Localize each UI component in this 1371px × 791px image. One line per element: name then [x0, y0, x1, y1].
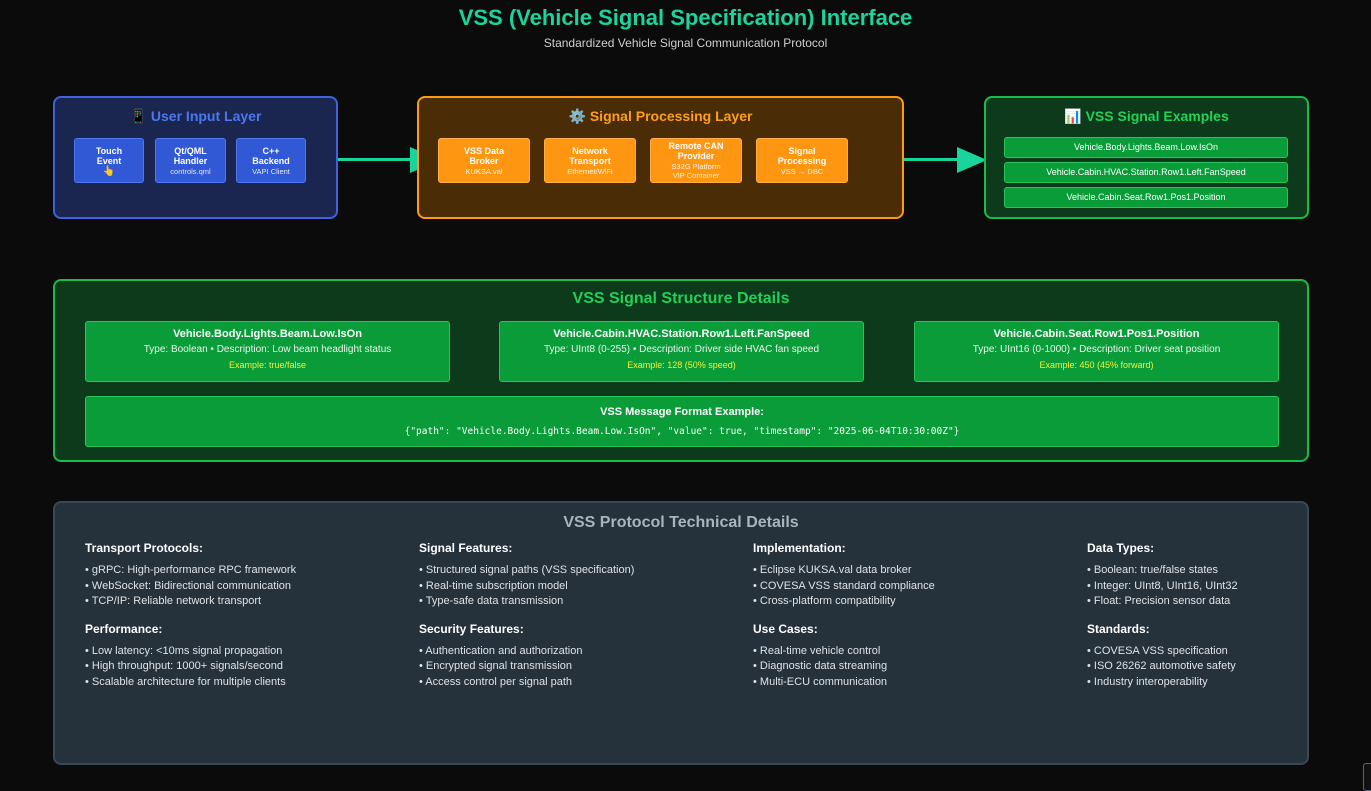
tech-item: • Real-time vehicle control	[753, 644, 881, 657]
network-transport-box[interactable]: Network Transport Ethernet/WiFi	[544, 138, 636, 183]
tech-section: Use Cases: • Real-time vehicle control •…	[753, 622, 1073, 691]
signal-processing-layer-title: ⚙️ Signal Processing Layer	[568, 108, 753, 124]
touch-event-label: Touch Event	[95, 145, 123, 166]
tech-item: • Eclipse KUKSA.val data broker	[753, 564, 912, 576]
touch-event-box[interactable]: Touch Event 👆	[74, 138, 144, 183]
tech-item: • Access control per signal path	[419, 675, 573, 688]
structure-card-example: Example: 128 (50% speed)	[627, 360, 736, 370]
window-corner-handle[interactable]	[1363, 763, 1371, 791]
tech-item: • Boolean: true/false states	[1087, 564, 1219, 576]
remote-can-provider-label: Remote CAN Provider	[668, 141, 724, 161]
tech-item: • Low latency: <10ms signal propagation	[85, 644, 283, 657]
structure-card-desc: Type: UInt8 (0-255) • Description: Drive…	[543, 344, 820, 355]
tech-item: • COVESA VSS specification	[1087, 644, 1228, 657]
tech-item: • gRPC: High-performance RPC framework	[85, 564, 297, 576]
vss-signal-examples-title: 📊 VSS Signal Examples	[1064, 108, 1229, 124]
structure-card-desc: Type: UInt16 (0-1000) • Description: Dri…	[972, 344, 1221, 355]
tech-column: Signal Features: • Structured signal pat…	[419, 541, 739, 702]
tech-item: • Real-time subscription model	[419, 579, 568, 592]
structure-card: Vehicle.Body.Lights.Beam.Low.IsOn Type: …	[85, 321, 450, 382]
tech-item: • COVESA VSS standard compliance	[753, 579, 935, 592]
structure-card-path: Vehicle.Cabin.HVAC.Station.Row1.Left.Fan…	[553, 328, 810, 340]
structure-card: Vehicle.Cabin.Seat.Row1.Pos1.Position Ty…	[914, 321, 1279, 382]
tech-item: • Structured signal paths (VSS specifica…	[419, 564, 635, 576]
big-arrow-processing-to-signals	[904, 147, 987, 173]
vss-data-broker-sub: KUKSA.val	[465, 166, 503, 176]
vss-data-broker-box[interactable]: VSS Data Broker KUKSA.val	[438, 138, 530, 183]
tech-item: • High throughput: 1000+ signals/second	[85, 660, 284, 672]
tech-section-heading: Implementation:	[753, 541, 846, 555]
message-format-title: VSS Message Format Example:	[600, 406, 764, 418]
tech-column: Data Types: • Boolean: true/false states…	[1087, 541, 1297, 702]
tech-section: Security Features: • Authentication and …	[419, 622, 739, 691]
structure-card: Vehicle.Cabin.HVAC.Station.Row1.Left.Fan…	[499, 321, 864, 382]
signal-structure-title: VSS Signal Structure Details	[572, 290, 790, 307]
signal-example-item[interactable]: Vehicle.Cabin.Seat.Row1.Pos1.Position	[1004, 187, 1288, 208]
technical-details-title: VSS Protocol Technical Details	[563, 514, 799, 531]
tech-item: • Type-safe data transmission	[419, 595, 564, 607]
tech-item: • TCP/IP: Reliable network transport	[85, 595, 262, 607]
page-subtitle: Standardized Vehicle Signal Communicatio…	[543, 36, 828, 50]
tech-item: • Multi-ECU communication	[753, 675, 888, 688]
tech-column: Implementation: • Eclipse KUKSA.val data…	[753, 541, 1073, 702]
technical-details-panel: VSS Protocol Technical Details Transport…	[53, 501, 1309, 765]
structure-card-example: Example: 450 (45% forward)	[1039, 360, 1154, 370]
structure-card-desc: Type: Boolean • Description: Low beam he…	[143, 344, 392, 355]
cpp-backend-sub: VAPI Client	[252, 166, 290, 176]
structure-card-path: Vehicle.Cabin.Seat.Row1.Pos1.Position	[993, 328, 1200, 340]
tech-item: • Diagnostic data streaming	[753, 660, 888, 672]
tech-section: Signal Features: • Structured signal pat…	[419, 541, 739, 610]
cpp-backend-label: C++ Backend	[252, 145, 290, 166]
tech-item: • Authentication and authorization	[419, 644, 583, 657]
signal-example-item[interactable]: Vehicle.Cabin.HVAC.Station.Row1.Left.Fan…	[1004, 162, 1288, 183]
signal-processing-box[interactable]: Signal Processing VSS → DBC	[756, 138, 848, 183]
tech-item: • Integer: UInt8, UInt16, UInt32	[1087, 579, 1238, 592]
network-transport-label: Network Transport	[569, 145, 611, 166]
signal-example-item[interactable]: Vehicle.Body.Lights.Beam.Low.IsOn	[1004, 137, 1288, 158]
signal-processing-sub: VSS → DBC	[780, 166, 824, 176]
tech-item: • WebSocket: Bidirectional communication	[85, 579, 292, 592]
tech-item: • Cross-platform compatibility	[753, 595, 896, 607]
tech-section-heading: Use Cases:	[753, 621, 818, 636]
signal-structure-panel: VSS Signal Structure Details Vehicle.Bod…	[53, 279, 1309, 462]
tech-section-heading: Signal Features:	[419, 541, 513, 555]
tech-item: • Float: Precision sensor data	[1087, 595, 1231, 607]
pointing-hand-icon: 👆	[102, 165, 116, 177]
tech-column: Transport Protocols: • gRPC: High-perfor…	[85, 541, 405, 702]
tech-section: Data Types: • Boolean: true/false states…	[1087, 541, 1297, 610]
remote-can-provider-sub: S32G Platform VIP Container	[671, 162, 721, 180]
signal-processing-label: Signal Processing	[777, 145, 827, 166]
vss-data-broker-label: VSS Data Broker	[463, 145, 505, 166]
tech-section-heading: Transport Protocols:	[85, 541, 204, 555]
message-format-code: {"path": "Vehicle.Body.Lights.Beam.Low.I…	[404, 426, 960, 437]
remote-can-provider-box[interactable]: Remote CAN Provider S32G Platform VIP Co…	[650, 138, 742, 183]
tech-item: • Scalable architecture for multiple cli…	[85, 675, 286, 688]
network-transport-sub: Ethernet/WiFi	[567, 166, 613, 176]
message-format-box: VSS Message Format Example: {"path": "Ve…	[85, 396, 1279, 447]
tech-section-heading: Data Types:	[1087, 541, 1155, 555]
cpp-backend-box[interactable]: C++ Backend VAPI Client	[236, 138, 306, 183]
tech-item: • Encrypted signal transmission	[419, 660, 573, 672]
tech-section: Implementation: • Eclipse KUKSA.val data…	[753, 541, 1073, 610]
structure-card-example: Example: true/false	[228, 360, 307, 370]
tech-item: • Industry interoperability	[1087, 675, 1208, 688]
qt-qml-handler-sub: controls.qml	[170, 166, 211, 176]
tech-section-heading: Standards:	[1087, 621, 1150, 636]
qt-qml-handler-label: Qt/QML Handler	[173, 145, 208, 166]
user-input-layer-title: 📱 User Input Layer	[129, 108, 262, 124]
tech-section-heading: Security Features:	[419, 621, 524, 636]
qt-qml-handler-box[interactable]: Qt/QML Handler controls.qml	[155, 138, 226, 183]
tech-section: Performance: • Low latency: <10ms signal…	[85, 622, 405, 691]
page-title: VSS (Vehicle Signal Specification) Inter…	[458, 5, 913, 30]
tech-item: • ISO 26262 automotive safety	[1087, 660, 1236, 672]
tech-section: Standards: • COVESA VSS specification • …	[1087, 622, 1297, 691]
tech-section-heading: Performance:	[85, 621, 163, 636]
tech-section: Transport Protocols: • gRPC: High-perfor…	[85, 541, 405, 610]
structure-card-path: Vehicle.Body.Lights.Beam.Low.IsOn	[173, 328, 362, 340]
